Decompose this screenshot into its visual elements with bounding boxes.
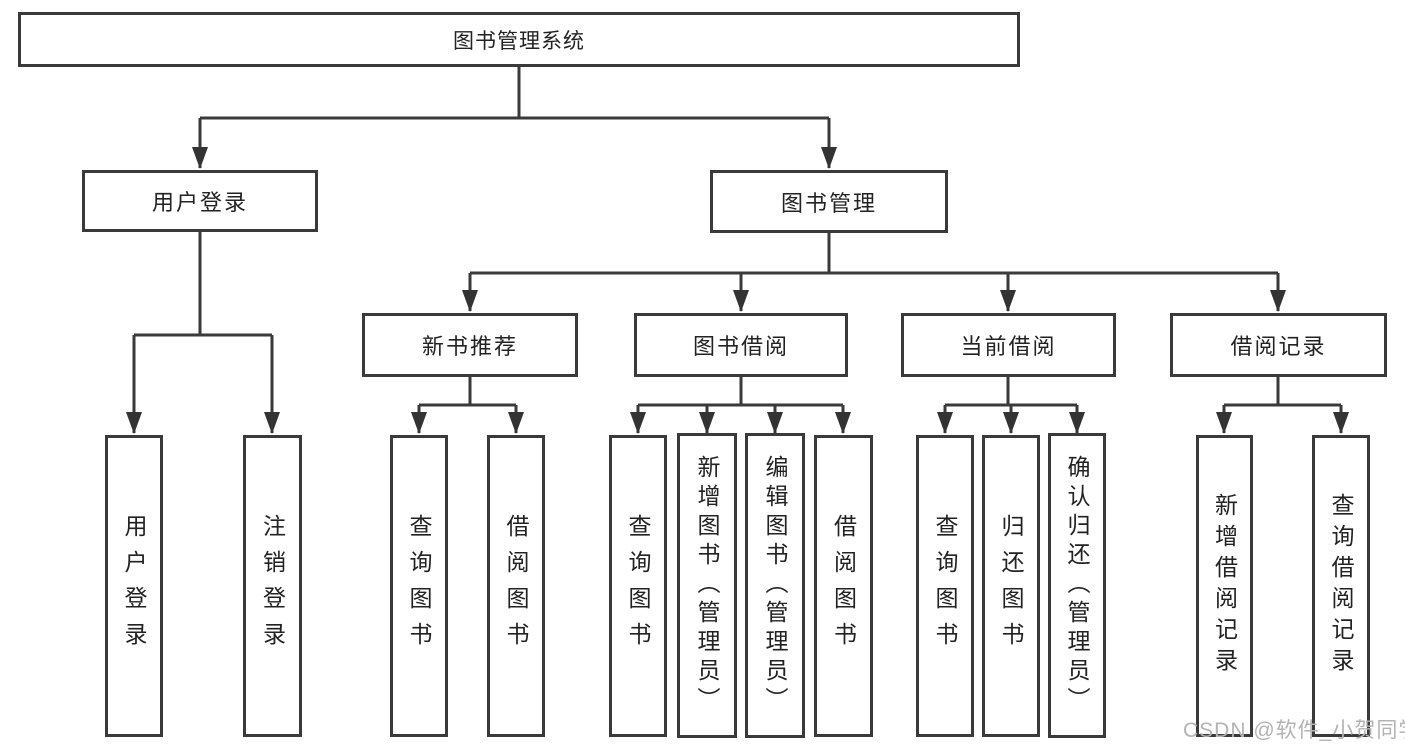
leaf-borrow-borrow-books: 借阅图书 <box>814 435 873 737</box>
leaf-records-query-record: 查询借阅记录 <box>1312 435 1370 737</box>
node-borrow-records: 借阅记录 <box>1170 313 1387 377</box>
leaf-newbook-borrow-books: 借阅图书 <box>487 435 545 737</box>
connector-book-borrow-to-leaves <box>630 377 851 434</box>
connector-borrow-records-to-leaves <box>1216 377 1349 434</box>
leaf-current-return-books: 归还图书 <box>982 435 1040 737</box>
leaf-logout: 注销登录 <box>243 435 302 737</box>
leaf-current-query-books: 查询图书 <box>916 435 974 737</box>
leaf-user-login: 用户登录 <box>105 435 163 737</box>
leaf-borrow-add-books-admin: 新增图书（管理员） <box>677 433 737 738</box>
csdn-watermark: CSDN @软件_小贺同学 <box>1183 719 1405 742</box>
node-book-borrow: 图书借阅 <box>634 313 848 377</box>
connector-book-management-to-level3 <box>462 233 1286 312</box>
leaf-newbook-query-books: 查询图书 <box>390 435 448 737</box>
node-new-book-recommend: 新书推荐 <box>362 313 578 377</box>
node-user-login: 用户登录 <box>82 170 318 232</box>
node-current-borrow: 当前借阅 <box>901 313 1116 377</box>
connector-root-to-level2 <box>192 67 837 169</box>
node-root-library-system: 图书管理系统 <box>18 12 1020 67</box>
connector-new-book-to-leaves <box>411 377 524 434</box>
leaf-borrow-edit-books-admin: 编辑图书（管理员） <box>745 433 805 738</box>
connector-user-login-to-leaves <box>126 232 280 434</box>
leaf-borrow-query-books: 查询图书 <box>609 435 667 737</box>
node-book-management: 图书管理 <box>710 170 948 233</box>
connector-current-borrow-to-leaves <box>937 377 1085 434</box>
leaf-current-confirm-return-admin: 确认归还（管理员） <box>1048 433 1106 738</box>
leaf-records-add-record: 新增借阅记录 <box>1196 435 1253 737</box>
